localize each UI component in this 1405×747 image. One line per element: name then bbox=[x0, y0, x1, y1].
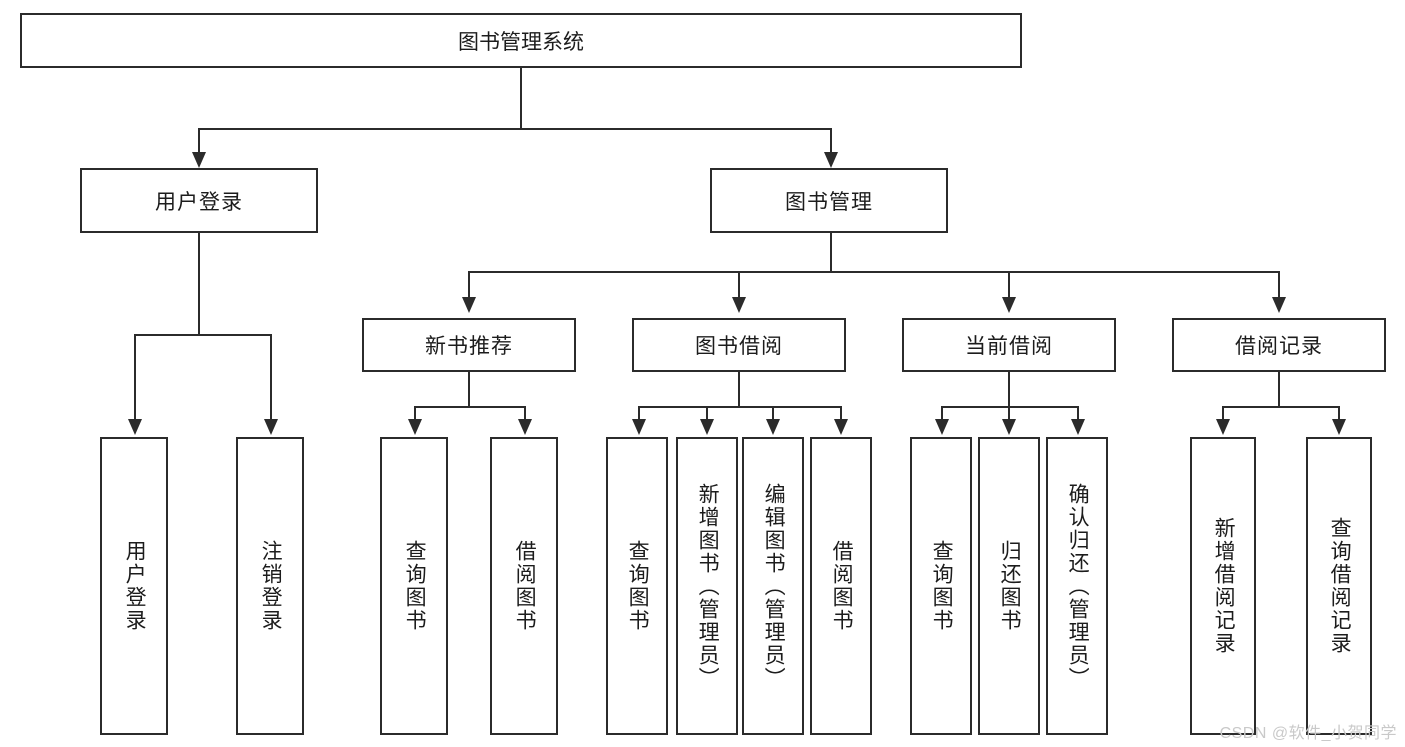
leaf-br-query-record[interactable]: 查询借阅记录 bbox=[1306, 437, 1372, 735]
leaf-br-add-record[interactable]: 新增借阅记录 bbox=[1190, 437, 1256, 735]
arrow-bm-to-borrow-record bbox=[1272, 297, 1286, 313]
node-new-book-recommend[interactable]: 新书推荐 bbox=[362, 318, 576, 372]
connector-user-login-to-leaf-2 bbox=[270, 334, 272, 421]
leaf-label: 确认归还（管理员） bbox=[1066, 482, 1090, 690]
connector-bm-to-current-borrow bbox=[1008, 271, 1010, 299]
node-current-borrow[interactable]: 当前借阅 bbox=[902, 318, 1116, 372]
leaf-label: 借阅图书 bbox=[830, 540, 854, 632]
leaf-label: 归还图书 bbox=[998, 540, 1022, 632]
leaf-label: 查询图书 bbox=[930, 540, 954, 632]
arrow-user-login-to-leaf-1 bbox=[128, 419, 142, 435]
leaf-nbr-borrow-book[interactable]: 借阅图书 bbox=[490, 437, 558, 735]
node-borrow-record[interactable]: 借阅记录 bbox=[1172, 318, 1386, 372]
leaf-label: 查询图书 bbox=[403, 540, 427, 632]
leaf-label: 查询图书 bbox=[626, 540, 650, 632]
arrow-bb-to-leaf-4 bbox=[834, 419, 848, 435]
connector-bb-to-leaf-4 bbox=[840, 406, 842, 421]
connector-bb-to-leaf-3 bbox=[772, 406, 774, 421]
node-label: 当前借阅 bbox=[965, 335, 1053, 358]
leaf-cb-confirm-return-admin[interactable]: 确认归还（管理员） bbox=[1046, 437, 1108, 735]
connector-bm-to-book-borrow bbox=[738, 271, 740, 299]
leaf-user-login-login[interactable]: 用户登录 bbox=[100, 437, 168, 735]
leaf-user-login-logout[interactable]: 注销登录 bbox=[236, 437, 304, 735]
arrow-bm-to-new-book bbox=[462, 297, 476, 313]
node-user-login[interactable]: 用户登录 bbox=[80, 168, 318, 233]
connector-cb-to-leaf-2 bbox=[1008, 406, 1010, 421]
leaf-bb-query-book[interactable]: 查询图书 bbox=[606, 437, 668, 735]
node-root-book-management-system[interactable]: 图书管理系统 bbox=[20, 13, 1022, 68]
leaf-label: 查询借阅记录 bbox=[1328, 517, 1352, 655]
leaf-label: 编辑图书（管理员） bbox=[762, 482, 786, 690]
leaf-bb-add-book-admin[interactable]: 新增图书（管理员） bbox=[676, 437, 738, 735]
csdn-watermark: CSDN @软件_小贺同学 bbox=[1219, 725, 1397, 742]
connector-br-to-leaf-2 bbox=[1338, 406, 1340, 421]
leaf-bb-borrow-book[interactable]: 借阅图书 bbox=[810, 437, 872, 735]
connector-bb-stem bbox=[738, 372, 740, 407]
arrow-bb-to-leaf-3 bbox=[766, 419, 780, 435]
connector-br-to-leaf-1 bbox=[1222, 406, 1224, 421]
node-label: 图书借阅 bbox=[695, 335, 783, 358]
node-label: 图书管理 bbox=[785, 190, 873, 214]
connector-bb-to-leaf-2 bbox=[706, 406, 708, 421]
arrow-br-to-leaf-2 bbox=[1332, 419, 1346, 435]
arrow-root-to-book-management bbox=[824, 152, 838, 168]
node-label: 借阅记录 bbox=[1235, 335, 1323, 358]
leaf-bb-edit-book-admin[interactable]: 编辑图书（管理员） bbox=[742, 437, 804, 735]
leaf-label: 新增图书（管理员） bbox=[696, 482, 720, 690]
connector-cb-to-leaf-3 bbox=[1077, 406, 1079, 421]
node-book-management[interactable]: 图书管理 bbox=[710, 168, 948, 233]
arrow-nbr-to-leaf-2 bbox=[518, 419, 532, 435]
leaf-nbr-query-book[interactable]: 查询图书 bbox=[380, 437, 448, 735]
arrow-bm-to-book-borrow bbox=[732, 297, 746, 313]
leaf-label: 借阅图书 bbox=[513, 540, 537, 632]
connector-bm-to-borrow-record bbox=[1278, 271, 1280, 299]
connector-cb-stem bbox=[1008, 372, 1010, 407]
arrow-root-to-user-login bbox=[192, 152, 206, 168]
connector-cb-to-leaf-1 bbox=[941, 406, 943, 421]
connector-nbr-bus bbox=[414, 406, 524, 408]
connector-nbr-stem bbox=[468, 372, 470, 407]
connector-root-stem bbox=[520, 68, 522, 130]
arrow-user-login-to-leaf-2 bbox=[264, 419, 278, 435]
connector-user-login-bus bbox=[134, 334, 270, 336]
arrow-cb-to-leaf-1 bbox=[935, 419, 949, 435]
node-book-borrow[interactable]: 图书借阅 bbox=[632, 318, 846, 372]
connector-root-to-user-login bbox=[198, 128, 200, 154]
arrow-nbr-to-leaf-1 bbox=[408, 419, 422, 435]
arrow-bm-to-current-borrow bbox=[1002, 297, 1016, 313]
connector-root-to-book-management bbox=[830, 128, 832, 154]
leaf-cb-query-book[interactable]: 查询图书 bbox=[910, 437, 972, 735]
connector-root-bus bbox=[198, 128, 832, 130]
arrow-cb-to-leaf-3 bbox=[1071, 419, 1085, 435]
connector-bm-to-new-book bbox=[468, 271, 470, 299]
leaf-cb-return-book[interactable]: 归还图书 bbox=[978, 437, 1040, 735]
arrow-br-to-leaf-1 bbox=[1216, 419, 1230, 435]
connector-bb-bus bbox=[638, 406, 840, 408]
arrow-cb-to-leaf-2 bbox=[1002, 419, 1016, 435]
leaf-label: 用户登录 bbox=[123, 540, 147, 632]
node-label: 用户登录 bbox=[155, 190, 243, 214]
leaf-label: 注销登录 bbox=[259, 540, 283, 632]
connector-user-login-to-leaf-1 bbox=[134, 334, 136, 421]
connector-bb-to-leaf-1 bbox=[638, 406, 640, 421]
connector-book-management-stem bbox=[830, 233, 832, 272]
arrow-bb-to-leaf-2 bbox=[700, 419, 714, 435]
connector-nbr-to-leaf-1 bbox=[414, 406, 416, 421]
connector-br-bus bbox=[1222, 406, 1338, 408]
connector-user-login-stem bbox=[198, 233, 200, 335]
arrow-bb-to-leaf-1 bbox=[632, 419, 646, 435]
node-label: 新书推荐 bbox=[425, 335, 513, 358]
connector-book-management-bus bbox=[468, 271, 1278, 273]
node-label: 图书管理系统 bbox=[458, 30, 584, 54]
leaf-label: 新增借阅记录 bbox=[1212, 517, 1236, 655]
connector-br-stem bbox=[1278, 372, 1280, 407]
connector-nbr-to-leaf-2 bbox=[524, 406, 526, 421]
